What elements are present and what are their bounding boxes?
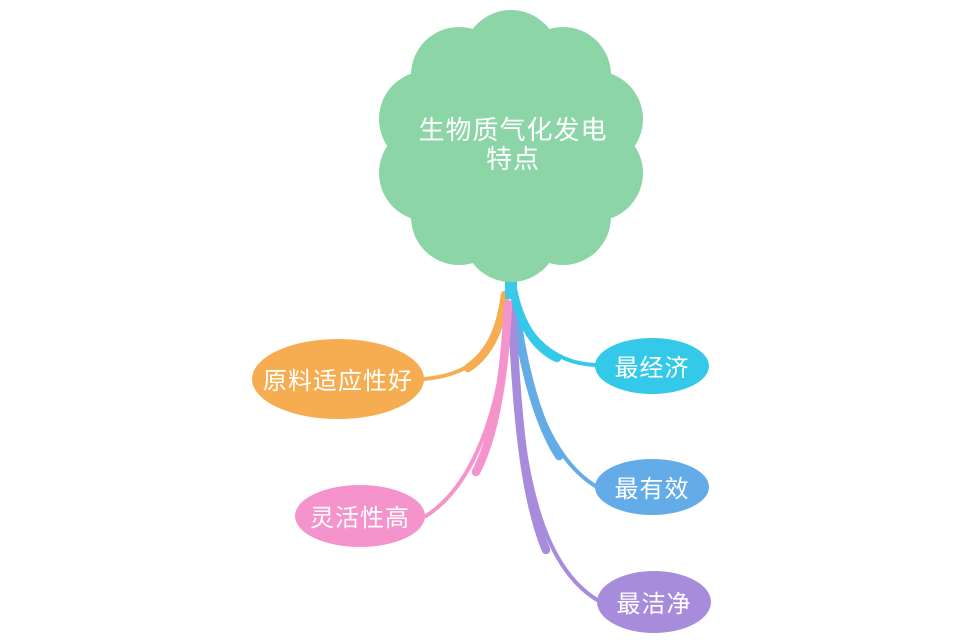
node-most-effective[interactable] [595, 459, 709, 515]
node-cleanest[interactable] [597, 571, 711, 633]
branch-high-flexibility [424, 299, 513, 518]
root-label-line2: 特点 [486, 145, 540, 175]
node-raw-material-adaptability[interactable] [252, 339, 424, 419]
branch-most-effective [510, 298, 599, 489]
node-high-flexibility[interactable] [295, 485, 425, 547]
root-petal-center [414, 49, 608, 243]
node-label-most-effective: 最有效 [615, 475, 690, 503]
branch-curve-thick-most-effective [510, 298, 564, 461]
node-label-high-flexibility: 灵活性高 [310, 504, 410, 532]
root-label-line1: 生物质气化发电 [418, 116, 607, 146]
node-label-raw-material-adaptability: 原料适应性好 [263, 367, 413, 395]
node-most-economical[interactable] [595, 338, 709, 394]
branch-curve-thick-high-flexibility [471, 299, 513, 477]
node-label-most-economical: 最经济 [615, 354, 690, 382]
branch-curve-thick-raw-material-adaptability [463, 290, 510, 373]
branch-raw-material-adaptability [422, 290, 510, 381]
branch-cleanest [507, 305, 601, 603]
node-label-cleanest: 最洁净 [617, 590, 692, 618]
branch-curve-thick-cleanest [507, 305, 551, 555]
root-node[interactable] [379, 10, 643, 282]
